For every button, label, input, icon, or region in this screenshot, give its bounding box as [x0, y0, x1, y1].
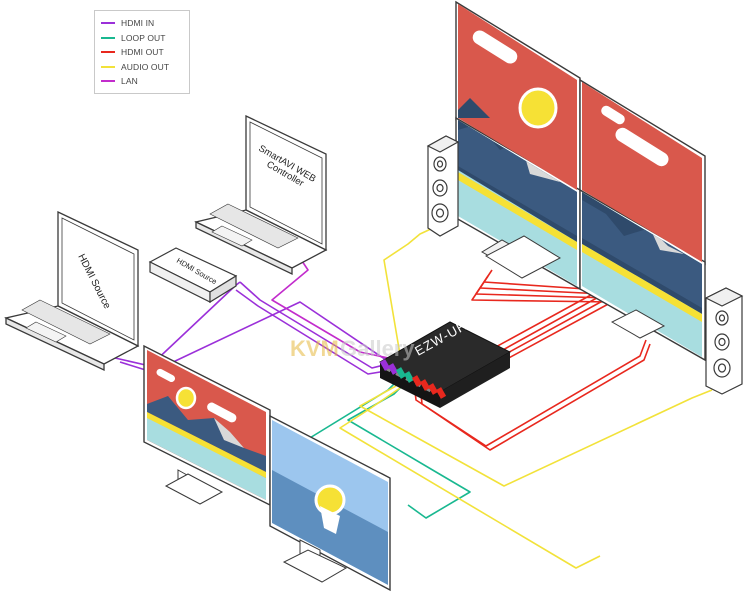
watermark: KVM Gallery — [290, 336, 415, 361]
speaker-right — [704, 287, 744, 395]
laptop-hdmi-source: HDMI Source — [4, 210, 140, 372]
legend-swatch — [101, 80, 115, 83]
device-connectors — [379, 359, 447, 399]
legend-item-lan: LAN — [101, 74, 183, 89]
device-ezw-uh4: EZW-UH4 — [378, 314, 512, 408]
laptop-web-controller: SmartAVI WEB Controller — [194, 114, 328, 276]
lan-cable — [271, 257, 399, 361]
legend-label: LAN — [121, 76, 138, 87]
legend-item-hdmi-in: HDMI IN — [101, 16, 183, 31]
audio-out-cables — [339, 221, 713, 569]
legend-item-hdmi-out: HDMI OUT — [101, 45, 183, 60]
legend-label: AUDIO OUT — [121, 61, 170, 72]
legend-label: HDMI IN — [121, 18, 155, 29]
video-wall — [455, 0, 706, 362]
legend-item-loop-out: LOOP OUT — [101, 31, 183, 46]
legend-label: HDMI OUT — [121, 47, 164, 58]
legend-swatch — [101, 51, 115, 54]
legend-swatch — [101, 22, 115, 25]
legend-label: LOOP OUT — [121, 32, 166, 43]
speaker-left — [426, 135, 460, 237]
legend-swatch — [101, 65, 115, 68]
legend: HDMI IN LOOP OUT HDMI OUT AUDIO OUT LAN — [94, 10, 190, 94]
hdmi-out-cables — [413, 269, 651, 451]
legend-swatch — [101, 36, 115, 39]
legend-item-audio-out: AUDIO OUT — [101, 60, 183, 75]
hdmi-source-box: HDMI Source — [148, 247, 238, 304]
watermark-kvm: KVM — [290, 336, 339, 361]
monitor-left — [143, 344, 271, 507]
watermark-gallery: Gallery — [340, 336, 415, 361]
